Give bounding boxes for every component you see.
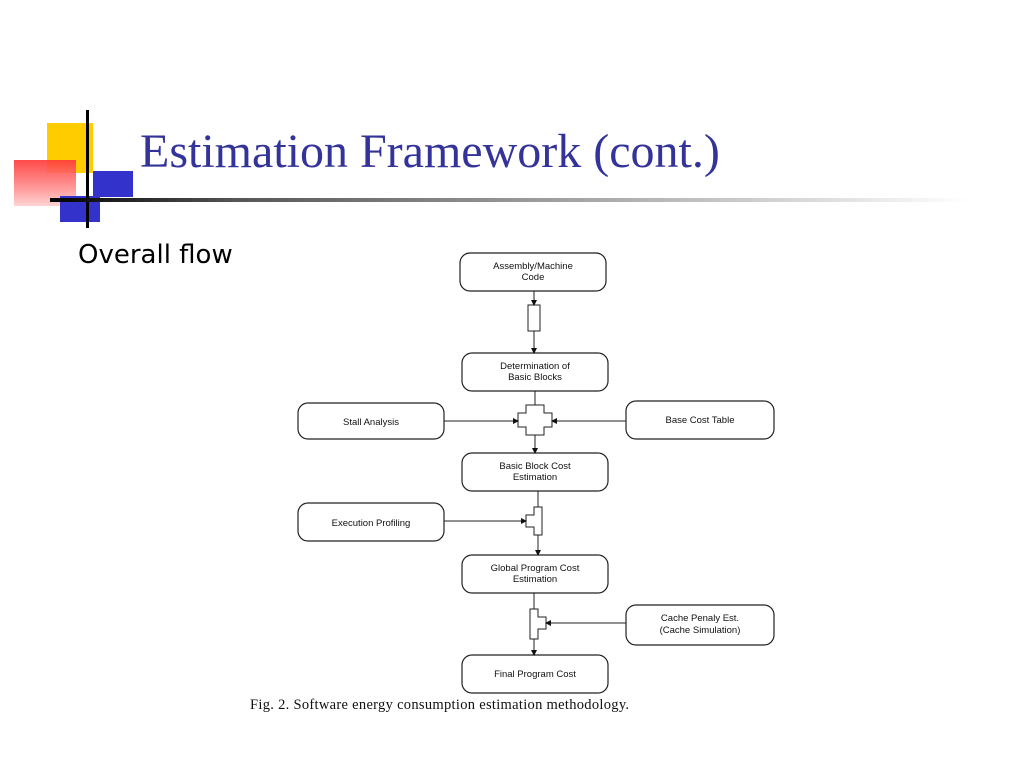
node-label: Determination of	[500, 361, 570, 372]
slide-title: Estimation Framework (cont.)	[140, 125, 720, 178]
flow-diagram: Assembly/Machine Code Determination of B…	[297, 252, 775, 694]
node-label: Final Program Cost	[494, 669, 576, 680]
merge-junction	[517, 404, 553, 436]
node-label: Code	[522, 272, 545, 283]
node-label: Stall Analysis	[343, 417, 399, 428]
slide-logo-decoration	[0, 0, 160, 240]
node-label: Global Program Cost	[491, 563, 580, 574]
title-underline	[50, 198, 970, 202]
blue-square	[93, 171, 133, 197]
node-base-cost-table: Base Cost Table	[625, 400, 775, 440]
figure-caption: Fig. 2. Software energy consumption esti…	[250, 697, 630, 713]
node-bb-cost: Basic Block Cost Estimation	[461, 452, 609, 492]
buffer-block	[527, 304, 541, 332]
node-label: Assembly/Machine	[493, 261, 573, 272]
vertical-rule	[86, 110, 89, 228]
node-execution-profiling: Execution Profiling	[297, 502, 445, 542]
node-label: Base Cost Table	[665, 415, 734, 426]
merge-junction	[529, 608, 547, 640]
slide-subtitle: Overall flow	[78, 240, 233, 270]
node-label: Estimation	[513, 574, 557, 585]
node-cache-penalty: Cache Penaly Est. (Cache Simulation)	[625, 604, 775, 646]
node-label: Estimation	[513, 472, 557, 483]
connectors	[444, 291, 626, 656]
node-basic-blocks: Determination of Basic Blocks	[461, 352, 609, 392]
node-label: Basic Block Cost	[499, 461, 571, 472]
node-global-cost: Global Program Cost Estimation	[461, 554, 609, 594]
merge-junction	[525, 506, 543, 536]
node-final-cost: Final Program Cost	[461, 654, 609, 694]
node-label: Execution Profiling	[332, 518, 411, 529]
node-assembly: Assembly/Machine Code	[459, 252, 607, 292]
node-label: Basic Blocks	[508, 372, 562, 383]
node-label: Cache Penaly Est.	[661, 613, 739, 624]
node-label: (Cache Simulation)	[660, 625, 741, 636]
node-stall-analysis: Stall Analysis	[297, 402, 445, 440]
